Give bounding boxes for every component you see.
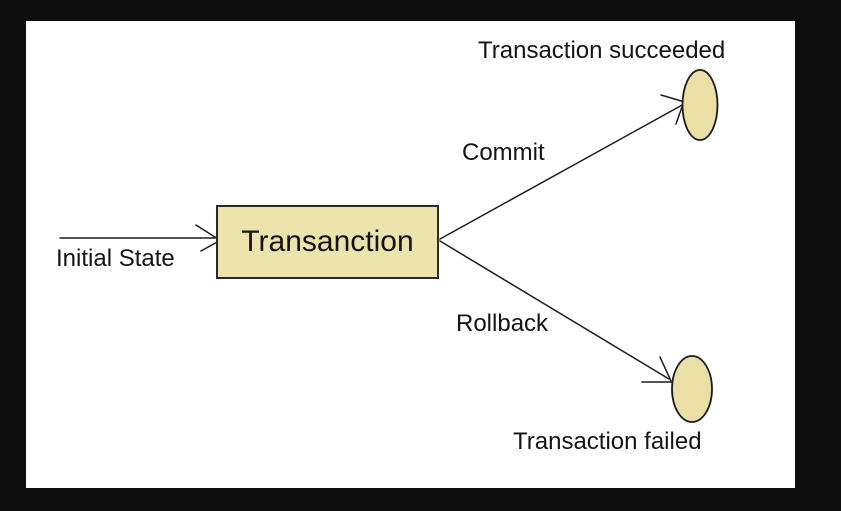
succeeded-state-label: Transaction succeeded <box>478 37 726 64</box>
commit-edge-label: Commit <box>462 139 545 166</box>
transaction-node-label: Transanction <box>241 225 414 258</box>
transaction-node: Transanction <box>216 205 439 279</box>
rollback-edge-label: Rollback <box>456 310 549 337</box>
failed-state-label: Transaction failed <box>513 428 702 455</box>
initial-state-label: Initial State <box>56 245 175 272</box>
